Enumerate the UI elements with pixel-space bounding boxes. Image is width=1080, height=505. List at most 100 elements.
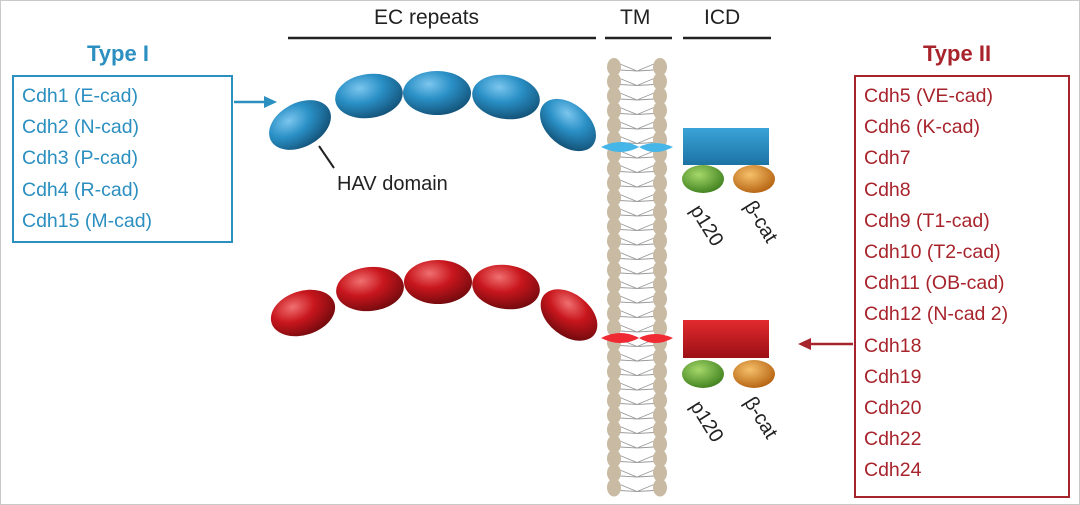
lipid-head bbox=[653, 58, 667, 76]
lipid-tail bbox=[619, 484, 655, 492]
lipid-tail bbox=[619, 179, 655, 188]
lipid-tail bbox=[619, 455, 655, 463]
lipid-tail bbox=[619, 426, 655, 434]
lipid-head bbox=[607, 377, 621, 395]
lipid-head bbox=[653, 377, 667, 395]
list-item: Cdh20 bbox=[864, 397, 922, 420]
lipid-head bbox=[653, 217, 667, 236]
lipid-head bbox=[607, 246, 621, 265]
list-item: Cdh22 bbox=[864, 428, 922, 451]
lipid-head bbox=[653, 420, 667, 439]
transmembrane-segment bbox=[601, 142, 673, 152]
lipid-head bbox=[653, 348, 667, 366]
lipid-head bbox=[607, 174, 621, 192]
lipid-tail bbox=[619, 150, 655, 159]
lipid-head bbox=[653, 478, 667, 497]
type1-title: Type I bbox=[87, 41, 149, 66]
lipid-head bbox=[653, 435, 667, 453]
lipid-tail bbox=[619, 165, 655, 173]
lipid-head bbox=[653, 87, 667, 105]
lipid-head bbox=[653, 159, 667, 178]
lipid-head bbox=[607, 391, 621, 410]
lipid-tail bbox=[619, 324, 655, 333]
lipid-tail bbox=[619, 295, 655, 304]
tm-label: TM bbox=[620, 6, 651, 29]
lipid-head bbox=[607, 319, 621, 337]
list-item: Cdh5 (VE-cad) bbox=[864, 85, 993, 107]
hav-domain-pointer bbox=[318, 145, 335, 169]
lipid-head bbox=[653, 304, 667, 323]
lipid-tail bbox=[619, 223, 655, 231]
lipid-tail bbox=[619, 266, 655, 275]
lipid-head bbox=[607, 188, 621, 207]
type1-arrow bbox=[234, 96, 277, 108]
list-item: Cdh10 (T2-cad) bbox=[864, 241, 1001, 264]
transmembrane-segment bbox=[601, 333, 673, 343]
lipid-bilayer-membrane bbox=[607, 58, 667, 497]
lipid-tail bbox=[619, 411, 655, 420]
lipid-head bbox=[607, 159, 621, 178]
ec4-domain bbox=[472, 264, 540, 310]
lipid-tail bbox=[619, 208, 655, 217]
lipid-tail bbox=[619, 194, 655, 202]
lipid-tail bbox=[619, 339, 655, 347]
type1-cadherin bbox=[269, 71, 775, 193]
list-item: Cdh2 (N-cad) bbox=[22, 116, 140, 139]
lipid-tail bbox=[619, 252, 655, 260]
beta-catenin-protein bbox=[733, 165, 775, 193]
list-item: Cdh4 (R-cad) bbox=[22, 178, 140, 201]
ec1-domain bbox=[269, 100, 331, 150]
lipid-head bbox=[607, 232, 621, 250]
lipid-head bbox=[653, 203, 667, 221]
lipid-tail bbox=[619, 397, 655, 405]
type2-arrow bbox=[798, 338, 853, 350]
lipid-head bbox=[607, 348, 621, 366]
list-item: Cdh18 bbox=[864, 334, 922, 357]
lipid-head bbox=[607, 87, 621, 105]
lipid-head bbox=[607, 362, 621, 381]
lipid-tail bbox=[619, 121, 655, 130]
lipid-head bbox=[653, 319, 667, 337]
lipid-head bbox=[607, 435, 621, 453]
lipid-head bbox=[607, 58, 621, 76]
lipid-head bbox=[653, 72, 667, 91]
lipid-tail bbox=[619, 382, 655, 391]
lipid-tail bbox=[619, 353, 655, 362]
lipid-head bbox=[607, 420, 621, 439]
list-item: Cdh12 (N-cad 2) bbox=[864, 303, 1009, 326]
lipid-head bbox=[653, 449, 667, 468]
type2-cadherin-list: Cdh5 (VE-cad) Cdh6 (K-cad) Cdh7 Cdh8 Cdh… bbox=[854, 75, 1070, 498]
lipid-head bbox=[653, 232, 667, 250]
lipid-tail bbox=[619, 78, 655, 86]
lipid-head bbox=[607, 464, 621, 482]
lipid-head bbox=[653, 101, 667, 120]
list-item: Cdh11 (OB-cad) bbox=[864, 272, 1005, 295]
ec3-domain bbox=[403, 71, 471, 115]
lipid-head bbox=[653, 391, 667, 410]
lipid-head bbox=[653, 116, 667, 134]
lipid-head bbox=[653, 261, 667, 279]
ec2-domain bbox=[335, 73, 403, 119]
lipid-tail bbox=[619, 92, 655, 101]
lipid-tail bbox=[619, 368, 655, 376]
lipid-head bbox=[607, 406, 621, 424]
lipid-head bbox=[653, 406, 667, 424]
lipid-head bbox=[607, 116, 621, 134]
ec3-domain bbox=[404, 260, 472, 304]
lipid-head bbox=[607, 101, 621, 120]
lipid-tail bbox=[619, 63, 655, 72]
lipid-head bbox=[653, 246, 667, 265]
p120-protein bbox=[682, 360, 724, 388]
lipid-tail bbox=[619, 440, 655, 449]
lipid-head bbox=[607, 203, 621, 221]
lipid-tail bbox=[619, 310, 655, 318]
lipid-head bbox=[607, 290, 621, 308]
lipid-tail bbox=[619, 281, 655, 289]
lipid-head bbox=[607, 217, 621, 236]
ec5-domain bbox=[540, 98, 596, 152]
icd-label: ICD bbox=[704, 6, 741, 29]
lipid-head bbox=[607, 275, 621, 294]
list-item: Cdh15 (M-cad) bbox=[22, 209, 153, 232]
